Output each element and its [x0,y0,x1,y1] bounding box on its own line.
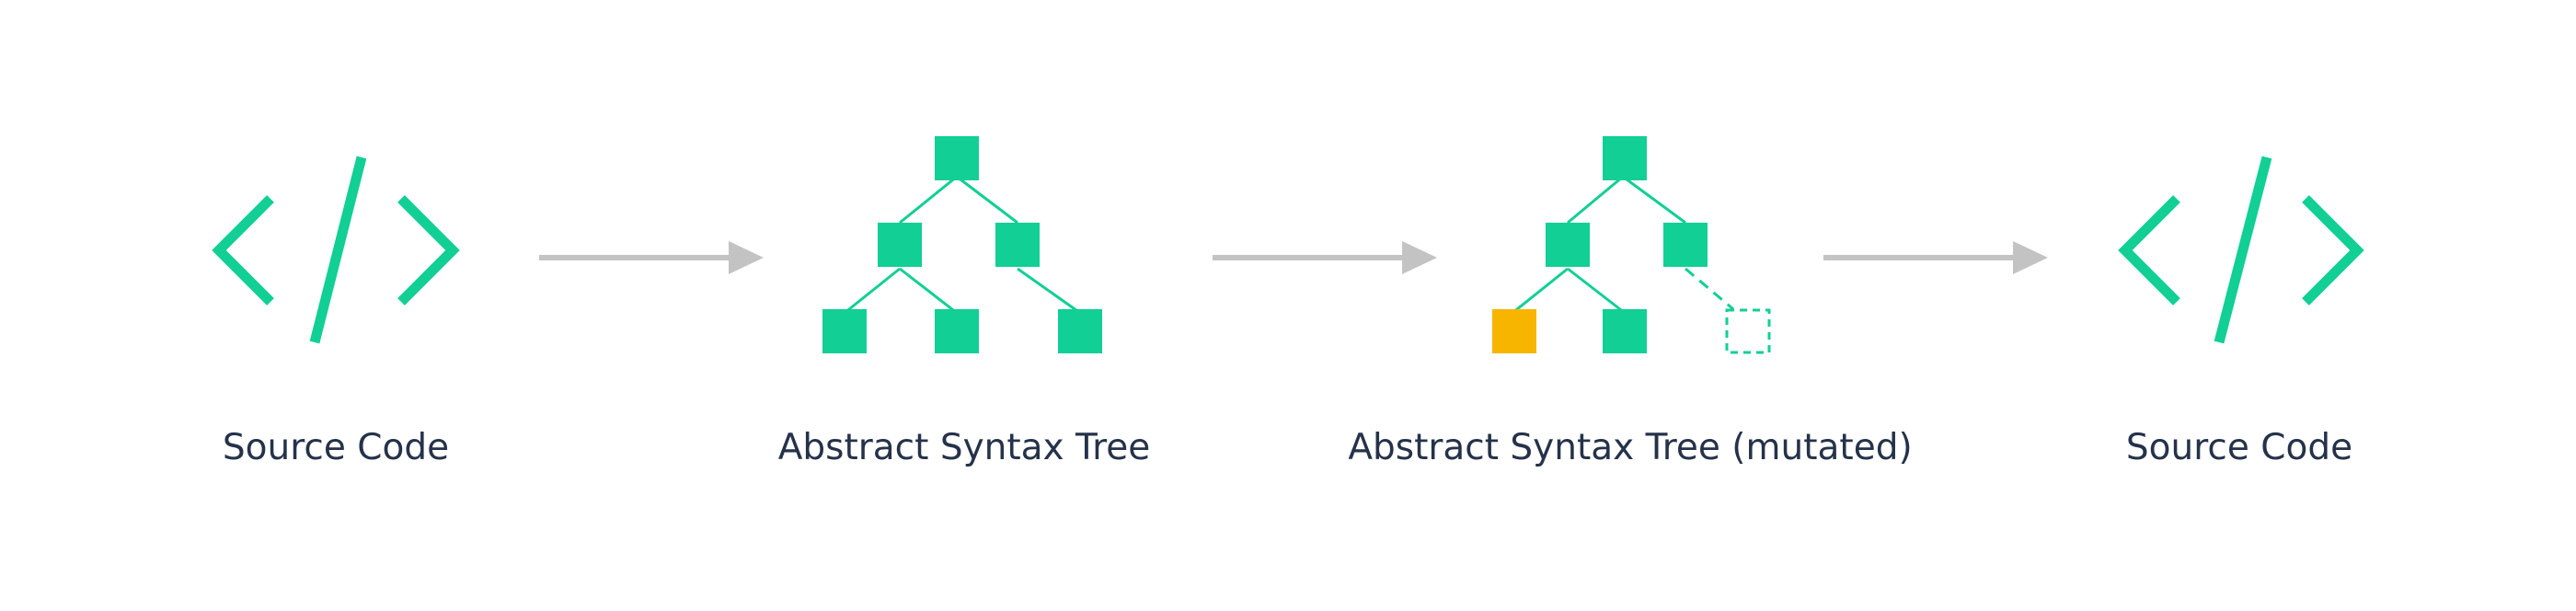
tree-node [935,136,979,180]
tree-node [822,309,867,353]
stage-label-source-code: Source Code [222,427,450,468]
removed-tree-node [1725,308,1771,354]
tree-node [1058,309,1102,353]
stage-label-ast-mutated: Abstract Syntax Tree (mutated) [1348,427,1913,468]
left-angle-bracket [2118,195,2180,306]
code-brackets-icon [2118,156,2364,344]
mutated-tree-icon [1492,136,1771,354]
stage-label-ast: Abstract Syntax Tree [777,427,1151,468]
mutated-tree-node [1492,309,1536,353]
left-angle-bracket [212,195,274,306]
tree-node [1546,223,1590,267]
right-angle-bracket [397,195,460,306]
slash [2214,156,2272,344]
arrow-right-icon [1823,241,2048,274]
code-brackets-icon [212,156,460,344]
right-angle-bracket [2302,195,2364,306]
tree-node [1603,136,1647,180]
stage-label-source-code-output: Source Code [2125,427,2353,468]
tree-icon [822,136,1102,353]
tree-node [935,309,979,353]
tree-node [1663,223,1708,267]
tree-node [878,223,922,267]
arrow-right-icon [539,241,764,274]
tree-node [1603,309,1647,353]
tree-node [995,223,1040,267]
slash [309,156,367,344]
arrow-right-icon [1213,241,1437,274]
